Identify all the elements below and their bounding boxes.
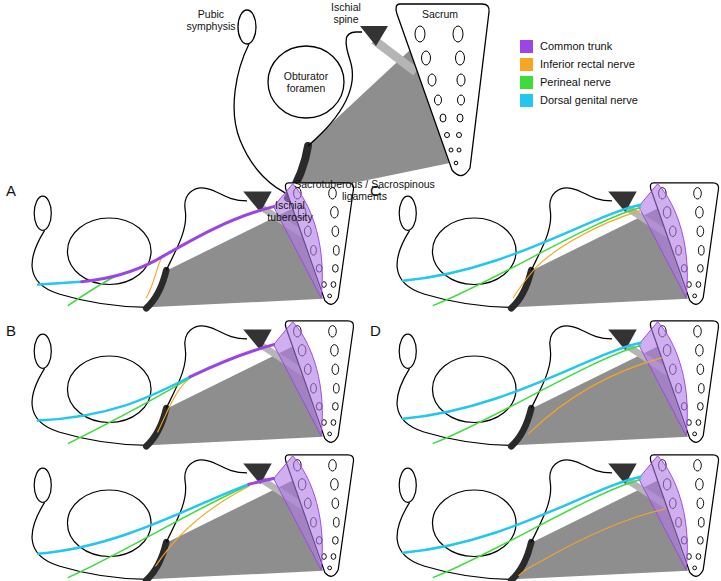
anatomy-label: Pubic symphysis bbox=[183, 8, 239, 32]
pelvis-copy bbox=[32, 455, 353, 580]
sacral-foramen bbox=[422, 51, 431, 65]
dorsal-genital-nerve bbox=[403, 477, 641, 553]
variant-panel bbox=[397, 455, 718, 580]
sacral-foramen bbox=[456, 51, 465, 65]
obturator-outline bbox=[268, 46, 344, 118]
nerve-set bbox=[403, 205, 641, 306]
perineal-nerve bbox=[433, 480, 640, 578]
common-trunk bbox=[82, 207, 274, 282]
nerve-set bbox=[38, 479, 274, 578]
legend-swatch bbox=[520, 94, 533, 107]
sacral-foramen bbox=[440, 114, 446, 122]
common-trunk bbox=[190, 345, 274, 377]
legend-text: Inferior rectal nerve bbox=[540, 58, 635, 71]
nerve-set bbox=[38, 207, 274, 306]
variant-panel bbox=[32, 321, 353, 446]
pelvis-copy bbox=[32, 183, 353, 308]
inferior-rectal-nerve bbox=[156, 486, 249, 566]
sacral-foramen bbox=[428, 74, 436, 86]
ischial-spine bbox=[360, 26, 388, 46]
node-label: Sacrum bbox=[393, 8, 487, 20]
pubic-symphysis bbox=[238, 10, 256, 44]
sacral-foramen bbox=[454, 161, 458, 165]
sacrum-node: Sacrum bbox=[393, 2, 491, 184]
nerve-set bbox=[38, 345, 274, 444]
inferior-rectal-nerve bbox=[513, 210, 640, 297]
variant-panel bbox=[397, 183, 718, 308]
dorsal-genital-nerve bbox=[403, 343, 641, 419]
pelvis-copy bbox=[397, 455, 718, 580]
legend-text: Common trunk bbox=[540, 40, 612, 53]
sacral-foramen bbox=[457, 114, 463, 122]
reference-diagram bbox=[234, 4, 489, 198]
inferior-rectal-nerve bbox=[519, 509, 665, 576]
sacrum-fill bbox=[396, 4, 489, 176]
legend-text: Perineal nerve bbox=[540, 76, 611, 89]
dorsal-genital-nerve bbox=[38, 377, 190, 421]
variant-panel bbox=[32, 455, 353, 580]
nerve-set bbox=[403, 343, 661, 444]
node-outline bbox=[393, 2, 491, 184]
legend-swatch bbox=[520, 40, 533, 53]
sacral-foramen bbox=[449, 148, 453, 152]
perineal-nerve bbox=[433, 208, 640, 306]
panel-letter: C bbox=[370, 182, 390, 199]
dorsal-genital-nerve bbox=[403, 205, 641, 281]
common-trunk bbox=[249, 479, 274, 485]
anatomy-label: Ischial spine bbox=[325, 1, 367, 25]
panel-letter: D bbox=[370, 322, 390, 339]
anatomy-label: Sacrotuberous / Sacrospinous ligaments bbox=[282, 178, 447, 202]
panel-letter: A bbox=[6, 182, 26, 199]
sacral-foramina bbox=[415, 26, 465, 165]
variant-panel bbox=[397, 321, 718, 446]
pelvis-copy bbox=[397, 183, 718, 308]
panel-letter: B bbox=[6, 322, 26, 339]
legend-swatch bbox=[520, 58, 533, 71]
sacral-foramen bbox=[457, 148, 461, 152]
anatomy-label: Ischial tuberosity bbox=[261, 199, 319, 223]
sacral-foramen bbox=[457, 133, 462, 138]
sacral-foramen bbox=[457, 74, 465, 86]
node-label: Obturator foramen bbox=[270, 70, 342, 94]
sacral-foramen bbox=[445, 133, 450, 138]
perineal-nerve bbox=[68, 485, 249, 577]
pelvis-copy bbox=[397, 321, 718, 446]
legend-swatch bbox=[520, 76, 533, 89]
sacral-foramen bbox=[415, 26, 425, 42]
sacral-foramen bbox=[453, 26, 463, 42]
legend-text: Dorsal genital nerve bbox=[540, 94, 638, 107]
sacral-foramen bbox=[458, 95, 465, 105]
perineal-nerve bbox=[68, 378, 190, 444]
perineal-nerve bbox=[433, 346, 640, 444]
nerve-set bbox=[403, 477, 665, 578]
dorsal-genital-nerve bbox=[38, 282, 82, 285]
pelvis-copy bbox=[32, 321, 353, 446]
sacral-foramen bbox=[435, 95, 442, 105]
foramen-node: Obturator foramen bbox=[268, 46, 344, 118]
sacrum-outline bbox=[396, 4, 489, 176]
dorsal-genital-nerve bbox=[38, 484, 249, 553]
variant-panel bbox=[32, 183, 353, 308]
inferior-rectal-nerve bbox=[528, 358, 661, 434]
